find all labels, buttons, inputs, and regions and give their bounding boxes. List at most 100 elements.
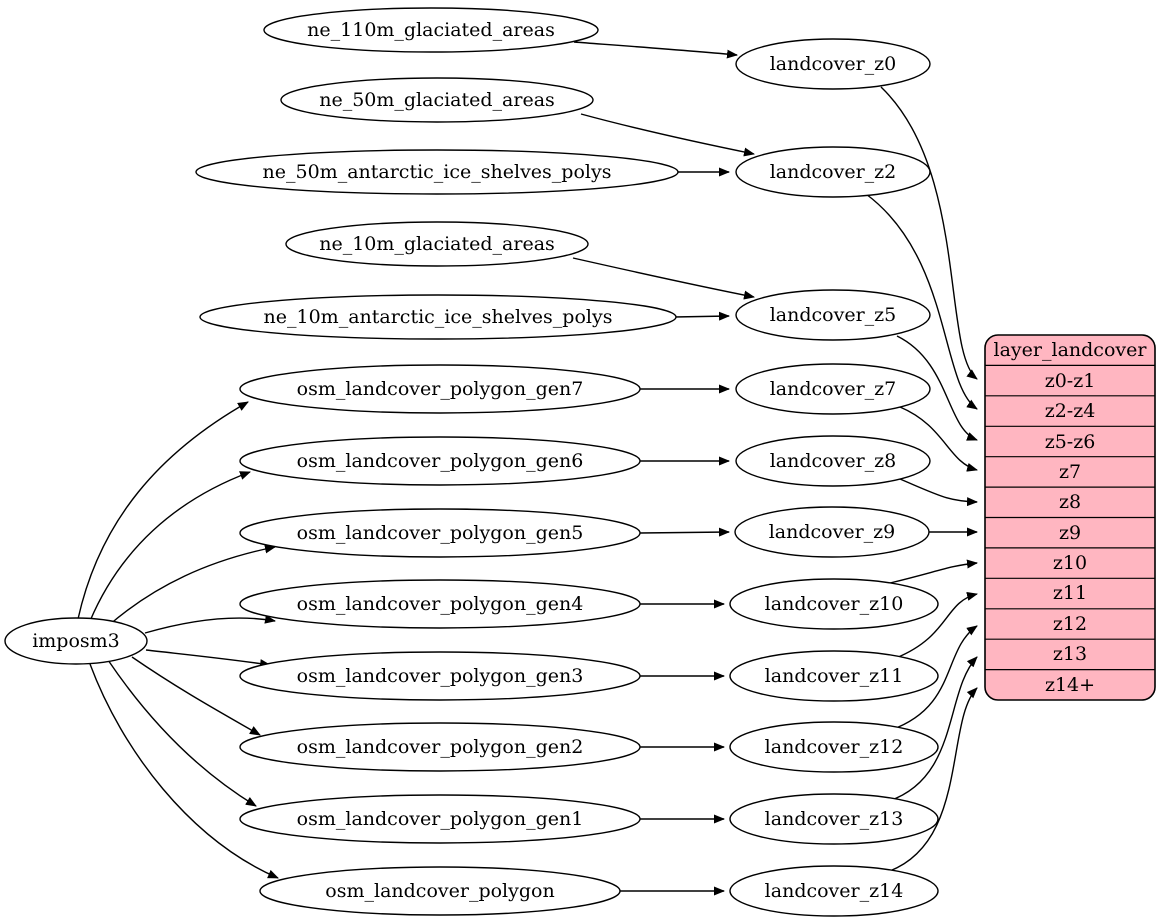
source-ellipse [263,7,599,53]
node-ne-110m-glaciated-areas: ne_110m_glaciated_areas [263,7,599,53]
node-osm-landcover-polygon-gen3: osm_landcover_polygon_gen3 [239,651,641,701]
edge-landcover-z2-to-row-z2-z4 [865,193,978,410]
source-ellipse [239,364,641,414]
node-landcover-z10: landcover_z10 [729,578,939,630]
landcover-label: landcover_z5 [770,304,897,326]
node-landcover-z12: landcover_z12 [729,721,939,773]
source-ellipse [259,866,621,916]
source-ellipse [239,794,641,844]
landcover-label: landcover_z7 [770,378,897,400]
landcover-label: landcover_z14 [765,880,904,902]
record-row-z0-z1: z0-z1 [1045,370,1096,392]
source-ellipse [239,508,641,558]
node-landcover-z7: landcover_z7 [735,363,931,415]
imposm3-ellipse [4,617,148,665]
node-ne-10m-antarctic-ice-shelves-polys: ne_10m_antarctic_ice_shelves_polys [199,294,677,340]
edge-imposm3-to-osm-landcover-polygon-gen7 [77,401,249,620]
landcover-ellipse [735,363,931,415]
edge-ne-50m-glaciated-areas-to-landcover-z2 [580,113,755,157]
landcover-ellipse [729,578,939,630]
source-ellipse [285,221,589,267]
landcover-label: landcover_z13 [765,808,904,830]
record-row-z9: z9 [1059,522,1081,544]
node-osm-landcover-polygon-gen5: osm_landcover_polygon_gen5 [239,508,641,558]
node-landcover-z9: landcover_z9 [734,506,930,558]
source-label: ne_50m_antarctic_ice_shelves_polys [263,161,612,183]
node-osm-landcover-polygon-gen7: osm_landcover_polygon_gen7 [239,364,641,414]
source-label: ne_50m_glaciated_areas [319,89,555,111]
record-row-z2-z4: z2-z4 [1045,400,1096,422]
node-osm-landcover-polygon-gen2: osm_landcover_polygon_gen2 [239,722,641,772]
node-ne-50m-antarctic-ice-shelves-polys: ne_50m_antarctic_ice_shelves_polys [195,149,679,195]
edge-landcover-z13-to-row-z13 [885,656,978,803]
record-layer-landcover: layer_landcover z0-z1 z2-z4 z5-z6 z7 z8 … [984,334,1156,701]
node-ne-50m-glaciated-areas: ne_50m_glaciated_areas [280,77,594,123]
edge-ne-10m-antarctic-ice-shelves-polys-to-landcover-z5 [673,311,730,321]
node-landcover-z13: landcover_z13 [729,793,939,845]
edge-imposm3-to-osm-landcover-polygon-gen4 [144,614,276,634]
node-landcover-z11: landcover_z11 [729,650,939,702]
landcover-label: landcover_z0 [770,53,897,75]
source-label: ne_110m_glaciated_areas [307,19,555,41]
source-label: osm_landcover_polygon_gen1 [297,808,584,830]
landcover-ellipse [729,650,939,702]
edge-landcover-z10-to-row-z10 [889,559,978,584]
node-ne-10m-glaciated-areas: ne_10m_glaciated_areas [285,221,589,267]
record-row-z13: z13 [1053,643,1087,665]
node-osm-landcover-polygon-gen4: osm_landcover_polygon_gen4 [239,579,641,629]
edge-imposm3-to-osm-landcover-polygon-gen5 [107,544,276,627]
source-label: osm_landcover_polygon_gen7 [297,378,584,400]
source-label: osm_landcover_polygon_gen3 [297,665,584,687]
source-label: osm_landcover_polygon_gen2 [297,736,584,758]
node-osm-landcover-polygon: osm_landcover_polygon [259,866,621,916]
imposm3-label: imposm3 [32,630,120,652]
source-ellipse [195,149,679,195]
node-imposm3: imposm3 [4,617,148,665]
source-label: ne_10m_glaciated_areas [319,233,555,255]
source-label: ne_10m_antarctic_ice_shelves_polys [264,306,613,328]
landcover-ellipse [729,721,939,773]
edge-ne-10m-glaciated-areas-to-landcover-z5 [572,257,755,300]
landcover-ellipse [735,435,931,487]
node-landcover-z0: landcover_z0 [735,38,931,90]
edge-ne-110m-glaciated-areas-to-landcover-z0 [573,41,738,59]
record-title: layer_landcover [994,339,1148,361]
record-row-z12: z12 [1053,613,1087,635]
node-osm-landcover-polygon-gen6: osm_landcover_polygon_gen6 [239,436,641,486]
record-row-z10: z10 [1053,552,1087,574]
node-landcover-z8: landcover_z8 [735,435,931,487]
record-row-z7: z7 [1059,461,1081,483]
source-ellipse [280,77,594,123]
node-landcover-z5: landcover_z5 [735,289,931,341]
record-row-z11: z11 [1053,582,1087,604]
node-landcover-z14: landcover_z14 [729,865,939,917]
source-label: osm_landcover_polygon_gen6 [297,450,584,472]
source-label: osm_landcover_polygon [325,880,554,902]
source-label: osm_landcover_polygon_gen5 [297,522,584,544]
edge-landcover-z5-to-row-z5-z6 [896,335,978,441]
source-label: osm_landcover_polygon_gen4 [297,593,584,615]
record-row-z5-z6: z5-z6 [1045,431,1096,453]
edge-imposm3-to-osm-landcover-polygon-gen2 [131,656,261,736]
source-ellipse [239,579,641,629]
landcover-ellipse [734,506,930,558]
edge-landcover-z14-to-row-z14plus [880,687,978,875]
landcover-label: landcover_z9 [769,521,896,543]
edge-landcover-z12-to-row-z12 [890,625,978,731]
node-osm-landcover-polygon-gen1: osm_landcover_polygon_gen1 [239,794,641,844]
landcover-label: landcover_z2 [770,161,897,183]
landcover-ellipse [735,289,931,341]
record-row-z8: z8 [1059,491,1081,513]
source-ellipse [239,436,641,486]
edge-imposm3-to-osm-landcover-polygon-gen3 [145,649,271,668]
landcover-label: landcover_z8 [770,450,897,472]
landcover-ellipse [729,865,939,917]
edge-imposm3-to-osm-landcover-polygon [89,663,279,879]
edge-osm-landcover-polygon-gen5-to-landcover-z9 [639,527,730,537]
landcover-ellipse [735,146,931,198]
edge-imposm3-to-osm-landcover-polygon-gen1 [107,659,257,807]
source-ellipse [239,651,641,701]
landcover-label: landcover_z11 [765,665,904,687]
